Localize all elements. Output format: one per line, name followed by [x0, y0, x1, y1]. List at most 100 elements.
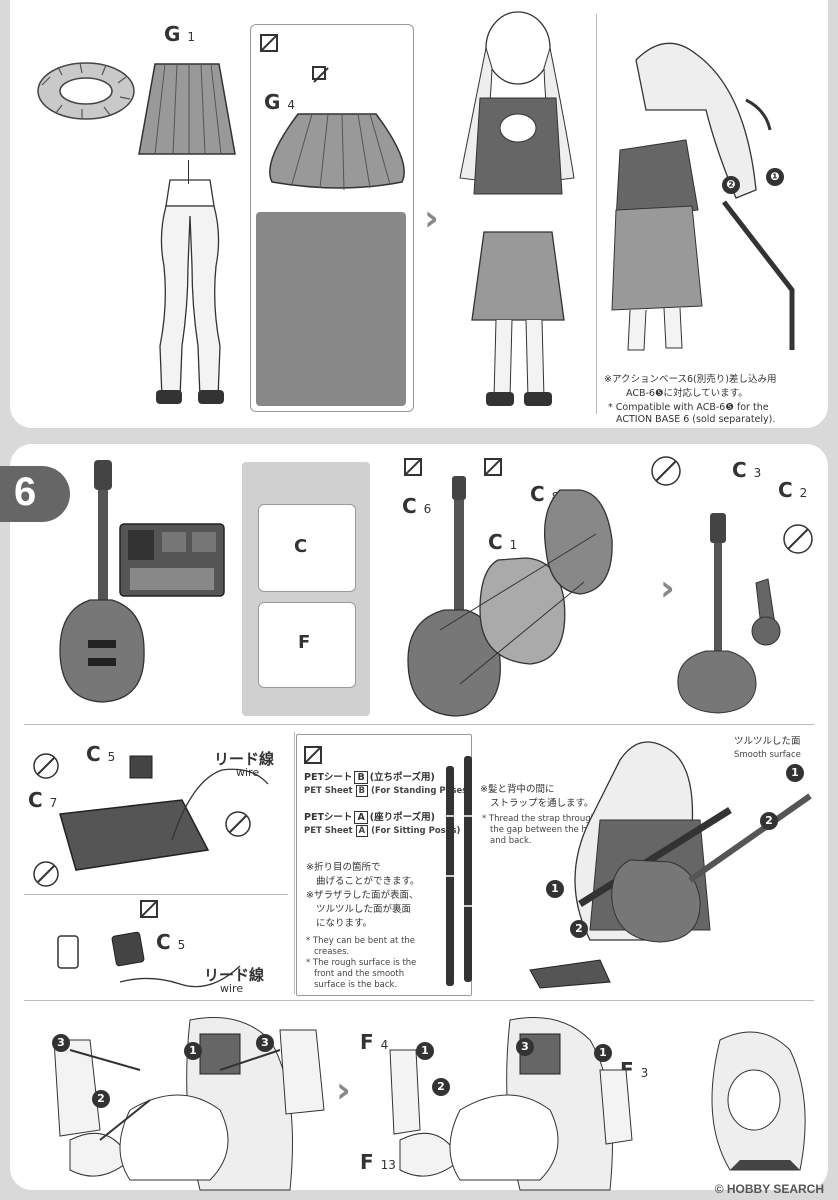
skirt-illustration-g1 — [138, 63, 236, 155]
effects-pedalboard-illustration — [119, 523, 225, 597]
step-1-marker: 1 — [416, 1042, 434, 1060]
pet-prefix: PETシート — [304, 812, 353, 823]
part-letter: C — [530, 482, 545, 506]
pet-letter: A — [354, 811, 368, 824]
base-note-en-line2: ACTION BASE 6 (sold separately). — [616, 414, 776, 425]
guitar-assembly-illustration — [407, 476, 613, 717]
part-label-f13: F 13 — [360, 1150, 396, 1174]
fold-note-jp-4: ツルツルした面が裏面 — [316, 904, 412, 915]
pet-suffix: (For Standing Poses) — [370, 786, 472, 796]
smooth-surface-en: Smooth surface — [734, 750, 801, 760]
nipper-icon — [404, 458, 422, 476]
nipper-icon — [312, 66, 326, 80]
part-label-c2: C 2 — [778, 478, 807, 502]
headstock-assembly-illustration — [651, 456, 813, 714]
hobby-search-watermark: © HOBBY SEARCH — [715, 1182, 824, 1196]
step-2-marker: 2 — [570, 920, 588, 938]
step-3-marker: 3 — [256, 1034, 274, 1052]
part-letter: C — [402, 494, 417, 518]
fold-note-en-5: surface is the back. — [314, 980, 398, 990]
cutting-icon — [304, 746, 322, 764]
pet-suffix: (立ちポーズ用) — [369, 772, 435, 783]
assembly-arrow-line — [188, 160, 189, 184]
part-label-c5: C 5 — [86, 742, 115, 766]
part-letter: C — [732, 458, 747, 482]
part-label-g4: G 4 — [264, 90, 295, 114]
part-number: 5 — [177, 938, 186, 952]
vertical-divider — [294, 732, 295, 994]
runner-f-frame — [258, 602, 356, 688]
step-1-marker: 1 — [594, 1044, 612, 1062]
cutting-icon — [140, 900, 158, 918]
horizontal-divider — [24, 1000, 814, 1001]
pet-letter: B — [354, 771, 368, 784]
pet-prefix: PET Sheet — [304, 826, 353, 836]
part-letter: G — [264, 90, 281, 114]
nipper-icon — [484, 458, 502, 476]
step-number: 6 — [14, 470, 37, 514]
wire-label-en-b: wire — [220, 982, 244, 995]
part-number: 1 — [509, 538, 518, 552]
part-letter: F — [360, 1150, 374, 1174]
part-letter: F — [360, 1030, 374, 1054]
part-letter: C — [86, 742, 101, 766]
pet-strap-strips-illustration — [446, 756, 472, 986]
part-letter: C — [488, 530, 503, 554]
thread-note-jp-2: ストラップを通します。 — [490, 798, 594, 809]
cutting-icon — [260, 34, 278, 52]
part-label-c6: C 6 — [402, 494, 431, 518]
runner-c-label: C — [294, 536, 308, 557]
fold-note-en-4: front and the smooth — [314, 969, 405, 979]
part-label-c7: C 7 — [28, 788, 57, 812]
part-letter: C — [778, 478, 793, 502]
logo-text: HOBBY SEARCH — [726, 1182, 824, 1196]
step-1-marker: 1 — [546, 880, 564, 898]
step-number-tab — [0, 466, 70, 522]
pet-letter: A — [355, 825, 369, 837]
step-2-marker: 2 — [432, 1078, 450, 1096]
hair-assembly-illustration — [389, 1017, 633, 1191]
hair-disassembly-illustration — [53, 1017, 325, 1191]
figure-back-illustration — [611, 42, 795, 351]
wire-label-en: wire — [236, 766, 260, 779]
thread-note-en-2: the gap between the hair — [490, 825, 598, 835]
guitar-overview-illustration — [59, 460, 145, 703]
pet-suffix: (座りポーズ用) — [369, 812, 436, 823]
part-number: 5 — [107, 750, 116, 764]
smooth-surface-jp: ツルツルした面 — [734, 736, 801, 747]
part-number: 1 — [187, 30, 196, 44]
part-number: 4 — [380, 1038, 389, 1052]
wire-label-jp-b: リード線 — [204, 966, 265, 984]
pet-prefix: PET Sheet — [304, 786, 353, 796]
horizontal-divider — [24, 724, 814, 725]
step-2-marker: 2 — [92, 1090, 110, 1108]
pedal-wire-illustration — [57, 931, 241, 988]
part-number: 4 — [287, 98, 296, 112]
legs-illustration — [156, 179, 224, 404]
step-1-marker: 1 — [786, 764, 804, 782]
fold-note-en-1: * They can be bent at the — [306, 936, 416, 946]
pet-sheet-b-en: PET Sheet B (For Standing Poses) — [304, 785, 472, 797]
step-2-marker: ❷ — [722, 176, 740, 194]
part-number: 7 — [49, 796, 58, 810]
base-note-en-line1: * Compatible with ACB-6❺ for the — [608, 402, 769, 413]
fold-note-jp-3: ※ザラザラした面が表面、 — [306, 890, 419, 901]
base-note-jp-line2: ACB-6❺に対応しています。 — [626, 388, 748, 399]
photo-skirt-guitar — [256, 212, 406, 406]
pet-prefix: PETシート — [304, 772, 353, 783]
base-note-jp-line1: ※アクションベース6(別売り)差し込み用 — [604, 374, 777, 385]
step-2-marker: 2 — [760, 812, 778, 830]
part-letter: C — [156, 930, 171, 954]
step-3-marker: 3 — [52, 1034, 70, 1052]
part-number: 13 — [380, 1158, 396, 1172]
runner-f-label: F — [298, 632, 311, 653]
part-number: 2 — [799, 486, 808, 500]
fold-note-jp-2: 曲げることができます。 — [316, 876, 420, 887]
fold-note-en-2: creases. — [314, 947, 350, 957]
flared-skirt-illustration — [269, 113, 405, 191]
figure-with-guitar-illustration — [529, 741, 812, 989]
runner-c-frame — [258, 504, 356, 592]
next-step-chevron: › — [424, 198, 439, 239]
